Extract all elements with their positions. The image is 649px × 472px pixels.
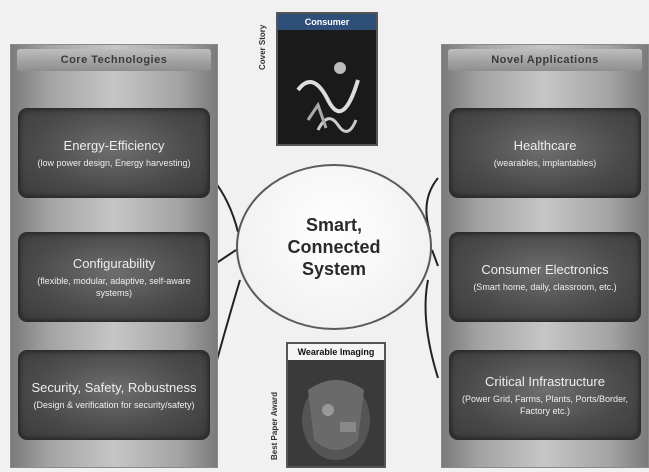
magazine-cover-art-icon xyxy=(278,30,376,144)
novel-applications-header: Novel Applications xyxy=(448,49,642,71)
box-subtitle: (low power design, Energy harvesting) xyxy=(37,157,191,168)
box-title: Security, Safety, Robustness xyxy=(31,379,197,395)
center-line-3: System xyxy=(301,259,367,279)
box-title: Consumer Electronics xyxy=(481,261,609,277)
box-title: Critical Infrastructure xyxy=(485,373,605,389)
box-subtitle: (Smart home, daily, classroom, etc.) xyxy=(473,281,617,292)
security-safety-box: Security, Safety, Robustness (Design & v… xyxy=(19,351,209,439)
connector-right-bottom xyxy=(424,279,439,379)
critical-infrastructure-box: Critical Infrastructure (Power Grid, Far… xyxy=(450,351,640,439)
consumer-electronics-box: Consumer Electronics (Smart home, daily,… xyxy=(450,233,640,321)
center-line-1: Smart, xyxy=(305,215,363,235)
box-subtitle: (wearables, implantables) xyxy=(493,157,597,168)
box-subtitle: (Design & verification for security/safe… xyxy=(33,399,195,410)
novel-applications-panel: Novel Applications Healthcare (wearables… xyxy=(441,44,649,468)
box-subtitle: (Power Grid, Farms, Plants, Ports/Border… xyxy=(461,393,629,416)
center-line-2: Connected xyxy=(287,237,381,257)
core-technologies-panel: Core Technologies Energy-Efficiency (low… xyxy=(10,44,218,468)
magazine-cover-image: Consumer xyxy=(276,12,378,146)
smart-connected-system-circle: Smart, Connected System xyxy=(236,164,432,330)
configurability-box: Configurability (flexible, modular, adap… xyxy=(19,233,209,321)
core-technologies-header: Core Technologies xyxy=(17,49,211,71)
wearable-imaging-title: Wearable Imaging xyxy=(288,344,384,360)
box-subtitle: (flexible, modular, adaptive, self-aware… xyxy=(37,275,191,298)
connector-right-mid xyxy=(431,249,439,267)
healthcare-box: Healthcare (wearables, implantables) xyxy=(450,109,640,197)
best-paper-award-label: Best Paper Award xyxy=(270,391,279,460)
energy-efficiency-box: Energy-Efficiency (low power design, Ene… xyxy=(19,109,209,197)
wearable-imaging-image: Wearable Imaging xyxy=(286,342,386,468)
box-title: Healthcare xyxy=(513,137,577,153)
cover-story-label: Cover Story xyxy=(258,24,267,70)
box-title: Energy-Efficiency xyxy=(63,137,165,153)
box-title: Configurability xyxy=(72,255,156,271)
magazine-title: Consumer xyxy=(278,14,376,30)
wearable-device-photo-icon xyxy=(288,360,384,466)
